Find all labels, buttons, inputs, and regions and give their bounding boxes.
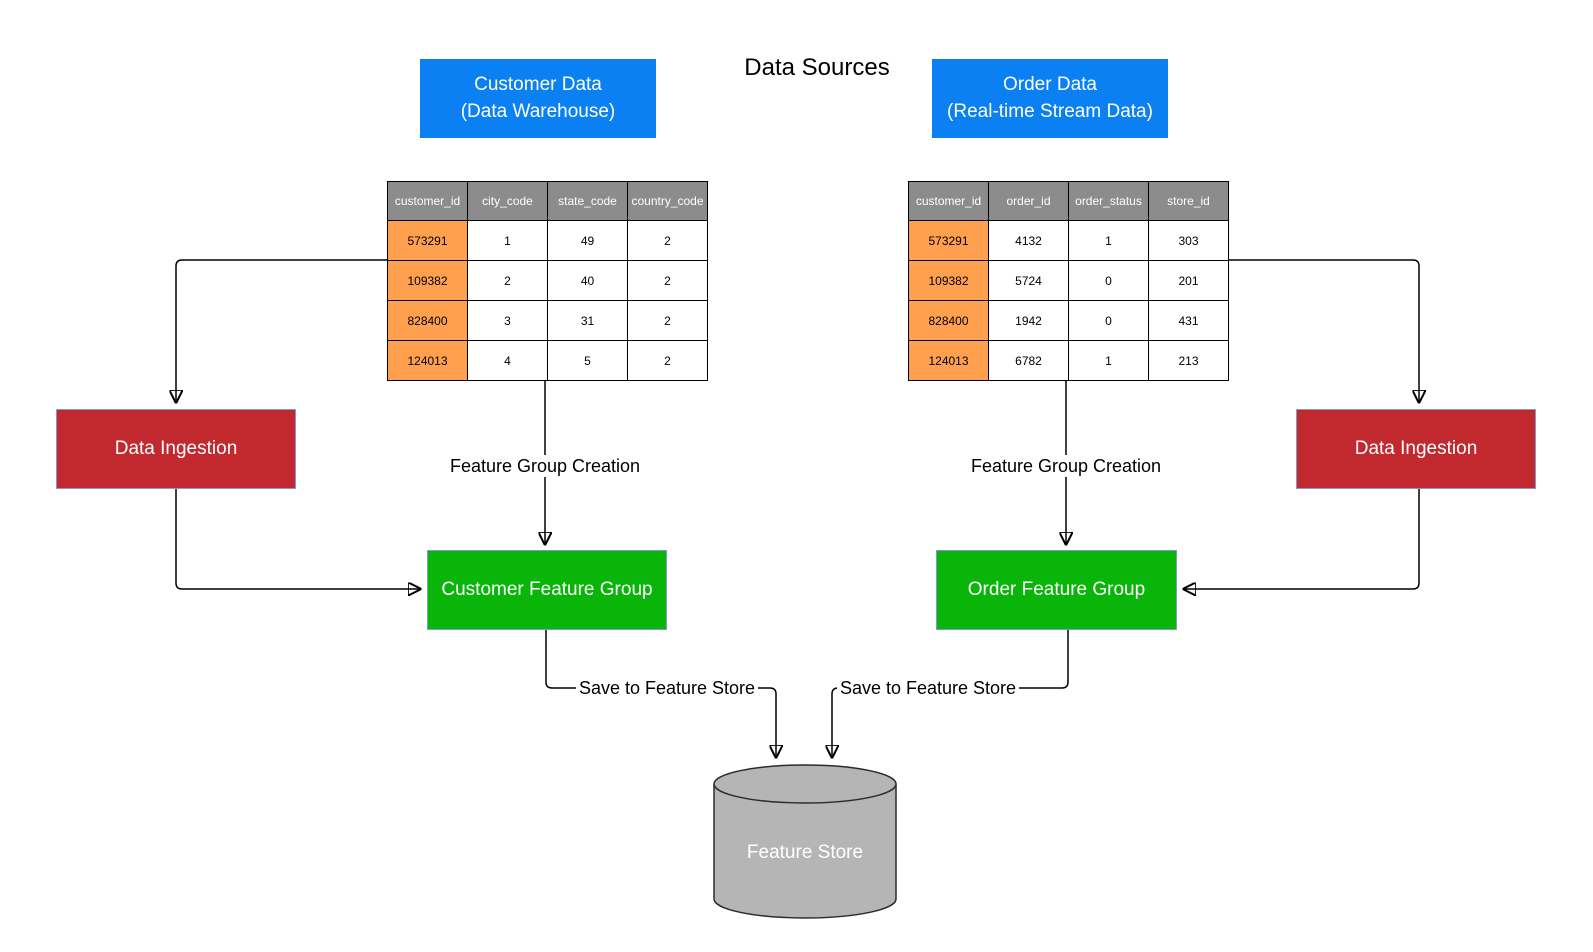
key-cell: 124013 (387, 340, 468, 381)
data-ingestion-left-label: Data Ingestion (114, 437, 238, 459)
data-cell: 4132 (988, 220, 1069, 261)
column-header: order_status (1068, 181, 1149, 221)
column-header: city_code (467, 181, 548, 221)
data-cell: 2 (627, 300, 708, 341)
arrow-left-ingestion-to-customer-fg (175, 489, 420, 589)
order-data-source-node[interactable]: Order Data (Real-time Stream Data) (932, 59, 1168, 138)
customer-source-label-line2: (Data Warehouse) (460, 100, 616, 122)
arrow-order-table-to-right-ingestion (1224, 259, 1419, 402)
order-source-label-line1: Order Data (1003, 73, 1097, 95)
data-cell: 31 (547, 300, 628, 341)
feature-group-creation-right-label: Feature Group Creation (967, 455, 1165, 477)
key-cell: 828400 (387, 300, 468, 341)
data-cell: 431 (1148, 300, 1229, 341)
column-header: customer_id (387, 181, 468, 221)
key-cell: 573291 (387, 220, 468, 261)
data-cell: 2 (627, 220, 708, 261)
data-cell: 1942 (988, 300, 1069, 341)
column-header: store_id (1148, 181, 1229, 221)
key-cell: 573291 (908, 220, 989, 261)
order-feature-group-label: Order Feature Group (967, 578, 1146, 600)
data-cell: 4 (467, 340, 548, 381)
order-feature-group-node[interactable]: Order Feature Group (936, 550, 1177, 630)
data-ingestion-right-node[interactable]: Data Ingestion (1296, 409, 1536, 489)
data-cell: 213 (1148, 340, 1229, 381)
arrow-right-ingestion-to-order-fg (1184, 489, 1420, 589)
data-cell: 2 (467, 260, 548, 301)
customer-data-source-node[interactable]: Customer Data (Data Warehouse) (420, 59, 656, 138)
key-cell: 124013 (908, 340, 989, 381)
data-cell: 303 (1148, 220, 1229, 261)
customer-source-label-line1: Customer Data (474, 73, 602, 95)
data-cell: 5 (547, 340, 628, 381)
feature-store-node[interactable]: Feature Store (713, 764, 897, 920)
feature-group-creation-left-label: Feature Group Creation (446, 455, 644, 477)
data-cell: 40 (547, 260, 628, 301)
data-cell: 1 (467, 220, 548, 261)
data-ingestion-right-label: Data Ingestion (1354, 437, 1478, 459)
diagram-title: Data Sources (744, 54, 890, 81)
data-cell: 49 (547, 220, 628, 261)
column-header: customer_id (908, 181, 989, 221)
data-cell: 0 (1068, 260, 1149, 301)
database-cylinder-icon (713, 764, 897, 919)
data-cell: 2 (627, 340, 708, 381)
key-cell: 109382 (908, 260, 989, 301)
column-header: country_code (627, 181, 708, 221)
key-cell: 828400 (908, 300, 989, 341)
data-cell: 201 (1148, 260, 1229, 301)
data-cell: 3 (467, 300, 548, 341)
data-cell: 5724 (988, 260, 1069, 301)
customer-feature-group-node[interactable]: Customer Feature Group (427, 550, 667, 630)
save-to-feature-store-left-label: Save to Feature Store (575, 677, 759, 699)
feature-store-label: Feature Store (746, 842, 864, 863)
customer-feature-group-label: Customer Feature Group (441, 578, 653, 600)
column-header: state_code (547, 181, 628, 221)
data-cell: 2 (627, 260, 708, 301)
data-cell: 6782 (988, 340, 1069, 381)
column-header: order_id (988, 181, 1069, 221)
arrow-customer-table-to-left-ingestion (176, 259, 387, 402)
key-cell: 109382 (387, 260, 468, 301)
data-cell: 1 (1068, 340, 1149, 381)
order-source-label-line2: (Real-time Stream Data) (947, 100, 1153, 122)
data-cell: 1 (1068, 220, 1149, 261)
save-to-feature-store-right-label: Save to Feature Store (836, 677, 1020, 699)
data-cell: 0 (1068, 300, 1149, 341)
data-ingestion-left-node[interactable]: Data Ingestion (56, 409, 296, 489)
